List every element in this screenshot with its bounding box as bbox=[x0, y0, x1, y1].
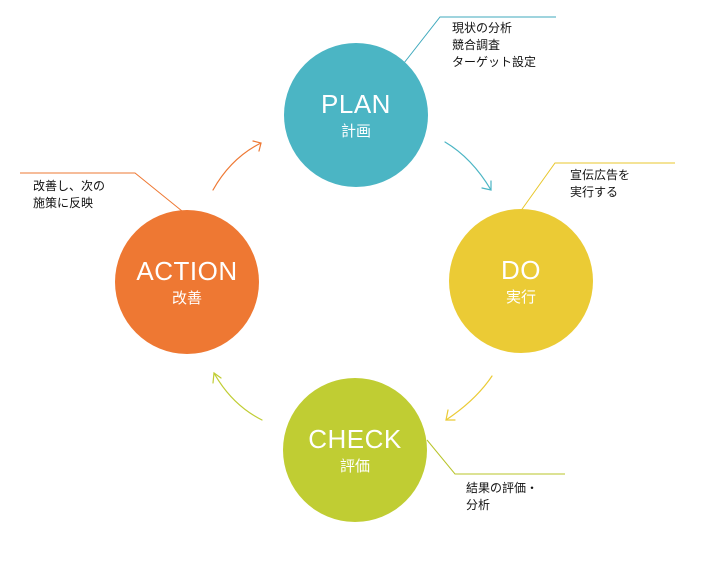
do-callout-line bbox=[519, 162, 675, 213]
check-note-line: 結果の評価・ bbox=[466, 481, 539, 495]
do-note-line: 実行する bbox=[570, 185, 619, 199]
plan-to-do-arrow bbox=[444, 141, 492, 191]
check-callout-line bbox=[426, 439, 565, 475]
plan-callout-line bbox=[403, 16, 556, 64]
plan-circle: PLAN 計画 bbox=[284, 43, 428, 187]
do-circle: DO 実行 bbox=[449, 209, 593, 353]
do-note: 宣伝広告を 実行する bbox=[570, 167, 630, 201]
action-subtitle: 改善 bbox=[171, 289, 202, 307]
action-callout-line bbox=[20, 172, 183, 212]
action-title: ACTION bbox=[136, 256, 238, 286]
plan-title: PLAN bbox=[321, 89, 391, 119]
plan-note-line: ターゲット設定 bbox=[452, 55, 537, 69]
action-circle: ACTION 改善 bbox=[115, 210, 259, 354]
plan-note-line: 競合調査 bbox=[452, 38, 501, 52]
check-to-action-arrow bbox=[212, 371, 263, 421]
check-circle: CHECK 評価 bbox=[283, 378, 427, 522]
check-subtitle: 評価 bbox=[339, 457, 370, 475]
plan-note: 現状の分析 競合調査 ターゲット設定 bbox=[452, 20, 536, 71]
plan-note-line: 現状の分析 bbox=[452, 21, 513, 35]
plan-subtitle: 計画 bbox=[340, 122, 371, 140]
check-note: 結果の評価・ 分析 bbox=[466, 480, 538, 514]
action-note-line: 施策に反映 bbox=[33, 196, 94, 210]
do-subtitle: 実行 bbox=[505, 288, 536, 306]
do-title: DO bbox=[501, 255, 541, 285]
do-to-check-arrow bbox=[445, 375, 493, 421]
action-to-plan-arrow bbox=[212, 140, 262, 191]
action-note-line: 改善し、次の bbox=[33, 179, 106, 193]
check-note-line: 分析 bbox=[466, 498, 491, 512]
do-note-line: 宣伝広告を bbox=[570, 168, 631, 182]
action-note: 改善し、次の 施策に反映 bbox=[33, 178, 105, 212]
check-title: CHECK bbox=[308, 424, 402, 454]
